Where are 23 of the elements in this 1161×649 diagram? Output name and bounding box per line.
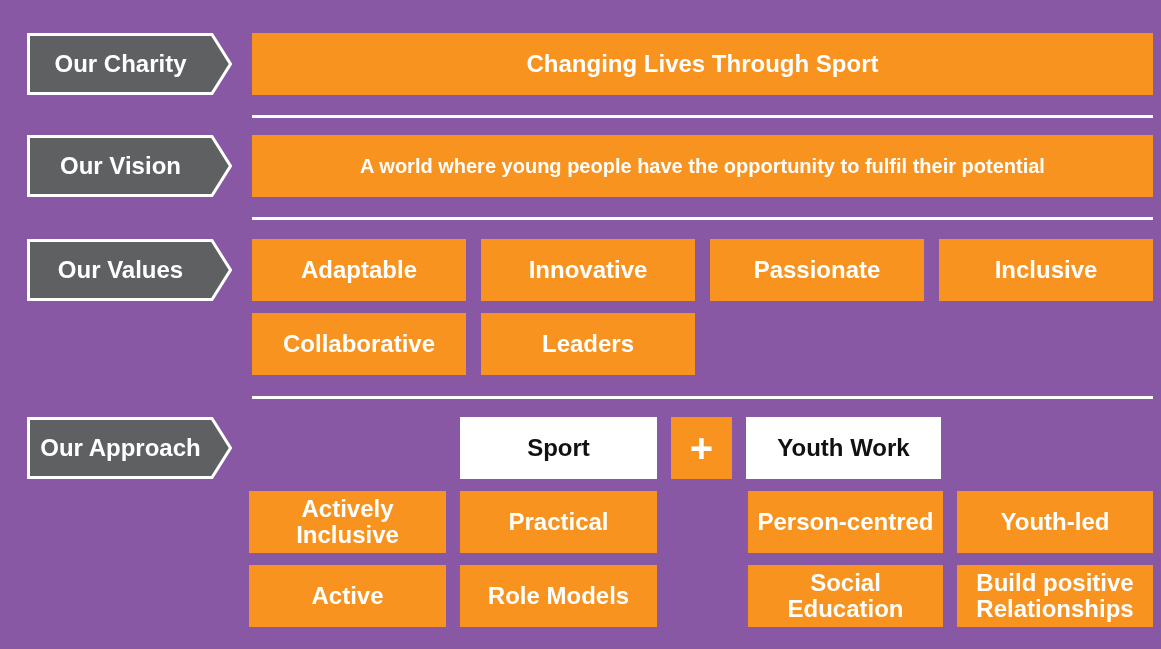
value-box: Active	[249, 565, 446, 627]
value-box: Leaders	[481, 313, 695, 375]
chevron-label: Our Vision	[27, 135, 232, 197]
value-box: Adaptable	[252, 239, 466, 301]
heading-box: Sport	[460, 417, 657, 479]
value-box: Collaborative	[252, 313, 466, 375]
statement-box: A world where young people have the opportunity to fulfil their potential	[252, 135, 1153, 197]
value-box: Person-centred	[748, 491, 943, 553]
chevron-label: Our Values	[27, 239, 232, 301]
statement-box: Changing Lives Through Sport	[252, 33, 1153, 95]
chevron-label: Our Charity	[27, 33, 232, 95]
value-box: Actively Inclusive	[249, 491, 446, 553]
value-box: Practical	[460, 491, 657, 553]
value-box: Inclusive	[939, 239, 1153, 301]
value-box: Innovative	[481, 239, 695, 301]
value-box: Build positive Relationships	[957, 565, 1153, 627]
heading-box: Youth Work	[746, 417, 941, 479]
value-box: Passionate	[710, 239, 924, 301]
chevron-label: Our Approach	[27, 417, 232, 479]
value-box: Social Education	[748, 565, 943, 627]
value-box: Youth-led	[957, 491, 1153, 553]
value-box: Role Models	[460, 565, 657, 627]
plus-sign: +	[671, 417, 732, 479]
